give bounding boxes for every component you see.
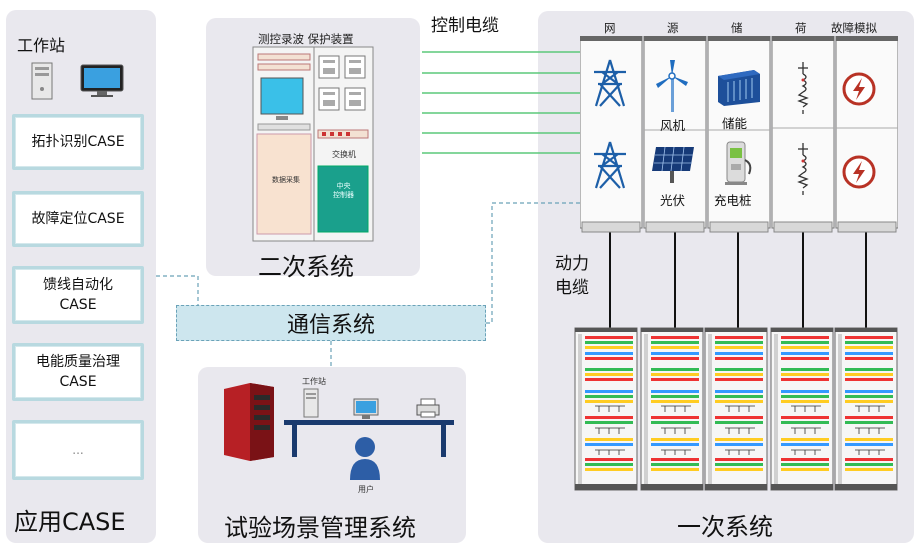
storage-label: 储能 xyxy=(722,116,748,131)
solar-panel-icon xyxy=(652,146,694,183)
pv-label: 光伏 xyxy=(660,193,686,208)
printer-icon xyxy=(416,398,440,418)
control-cable-label: 控制电缆 xyxy=(431,16,499,36)
communication-system-bus: 通信系统 xyxy=(176,305,486,341)
case-fault-location[interactable]: 故障定位CASE xyxy=(12,191,144,247)
desk-table xyxy=(284,420,454,457)
charger-label: 充电桩 xyxy=(714,193,752,208)
test-management-footer: 试验场景管理系统 xyxy=(224,514,416,542)
header-storage: 储 xyxy=(731,21,743,35)
monitor-icon xyxy=(353,398,379,419)
wind-turbine-icon xyxy=(656,60,688,112)
case-more[interactable]: ... xyxy=(12,420,144,480)
switch-label: 交换机 xyxy=(332,150,356,159)
battery-storage-icon xyxy=(718,70,760,106)
desktop-tower-icon xyxy=(303,388,319,418)
header-fault-simulation: 故障模拟 xyxy=(831,21,877,35)
user-label: 用户 xyxy=(358,485,374,494)
case-power-quality[interactable]: 电能质量治理 CASE xyxy=(12,343,144,401)
test-workstation-label: 工作站 xyxy=(302,377,326,386)
fault-icon xyxy=(842,155,876,189)
application-case-footer: 应用CASE xyxy=(14,508,126,536)
transmission-tower-icon xyxy=(594,59,626,107)
user-icon xyxy=(350,437,380,480)
comm-links xyxy=(156,202,580,367)
transmission-tower-icon xyxy=(594,141,626,189)
load-icon xyxy=(797,62,809,114)
case-topology-recognition[interactable]: 拓扑识别CASE xyxy=(12,114,144,170)
data-acquisition-label: 数据采集 xyxy=(272,176,300,184)
switchgear-cabinets xyxy=(574,327,898,491)
load-icon xyxy=(797,143,809,195)
cabinet-title: 测控录波 保护装置 xyxy=(258,32,354,46)
central-controller-label: 中央 控制器 xyxy=(333,182,354,199)
workstation-title: 工作站 xyxy=(17,36,66,55)
power-cable-label: 动力 电缆 xyxy=(555,254,589,298)
server-icon xyxy=(224,383,274,461)
ev-charger-icon xyxy=(725,141,752,185)
monitor-icon xyxy=(80,64,124,97)
desktop-tower-icon xyxy=(31,62,53,100)
case-feeder-automation[interactable]: 馈线自动化 CASE xyxy=(12,266,144,324)
power-cables xyxy=(609,232,867,328)
control-cables xyxy=(422,51,580,154)
primary-system-footer: 一次系统 xyxy=(677,513,773,541)
header-load: 荷 xyxy=(795,21,807,35)
secondary-cabinet xyxy=(252,46,374,242)
primary-top-cabinets xyxy=(580,36,898,233)
header-source: 源 xyxy=(667,21,679,35)
fault-icon xyxy=(842,72,876,106)
secondary-system-footer: 二次系统 xyxy=(258,253,354,281)
header-grid: 网 xyxy=(604,21,616,35)
wind-label: 风机 xyxy=(660,118,686,133)
